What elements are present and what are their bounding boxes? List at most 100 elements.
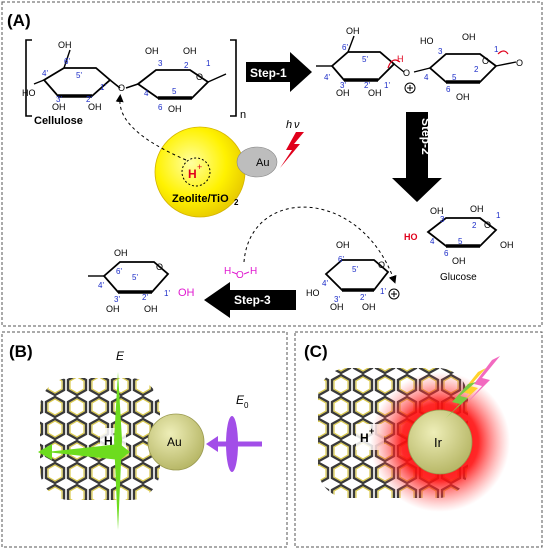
hv-h: h [286,119,292,131]
oh-2-right: OH [462,32,476,42]
ir-label: Ir [434,435,443,450]
oh-2: OH [183,46,197,56]
ho-3-right: HO [420,36,434,46]
num-4prime: 4' [42,69,48,78]
e-field-vector: E [38,349,130,530]
prod-num-5: 5' [132,273,138,282]
prod-num-1: 1' [164,289,170,298]
repeat-n-label: n [240,109,246,121]
glycosidic-o-protonated: O [403,68,410,78]
water-o: O [236,270,244,281]
glucose-label: Glucose [440,272,477,283]
prod-num-3: 3' [114,295,120,304]
e0-field-vector: E 0 [206,393,262,472]
num-2prime-r: 2' [364,81,370,90]
prod-num-6: 6' [116,267,122,276]
oxocarbenium-structure: OH HO OH OH O 6' 5' 4' 3' 2' 1' [306,240,400,312]
num-4prime-r: 4' [324,73,330,82]
oh-6-right: OH [456,92,470,102]
oxo-num-4: 4' [322,279,328,288]
step3-arrow: Step-3 [204,282,296,318]
glucose-ho: HO [404,232,418,242]
step3-label: Step-3 [234,293,271,307]
panel-b-border [1,331,288,548]
num-6: 6 [158,103,163,112]
zeolite-framework-b: H + [40,378,160,500]
oxo-num-6: 6' [338,255,344,264]
proton-b: H [104,434,113,448]
oxo-oh-2: OH [362,302,376,312]
step1-label: Step-1 [250,66,287,80]
num-1: 1 [206,59,211,68]
water-molecule: H O H [224,266,257,281]
num-5prime: 5' [76,71,82,80]
num-1prime: 1' [100,83,106,92]
prod-oh-1: OH [178,287,195,299]
au-label: Au [256,157,269,169]
num-5-r: 5 [452,73,457,82]
catalyst-particle: H + Zeolite/TiO 2 [154,126,246,218]
support-label: Zeolite/TiO [172,193,229,205]
panel-b-label: (B) [9,342,33,361]
product-structure: OH OH OH O OH 6' 5' 4' 3' 2' 1' [88,248,195,314]
num-4-r: 4 [424,73,429,82]
g-num-6: 6 [444,249,449,258]
glucose-oh-2: OH [470,204,484,214]
prod-oh-2: OH [144,304,158,314]
prod-num-4: 4' [98,281,104,290]
glucose-oh-6: OH [452,256,466,266]
num-1prime-r: 1' [384,81,390,90]
au-label-b: Au [167,435,182,449]
panel-c-label: (C) [304,342,328,361]
prod-oh-3: OH [106,304,120,314]
prod-ring-o: O [156,262,163,272]
light-source: h ν [280,119,304,168]
glucose-structure: HO OH OH OH O OH 3 2 1 4 5 6 [404,204,514,266]
num-6-r: 6 [446,85,451,94]
prod-num-2: 2' [142,293,148,302]
num-4: 4 [144,89,149,98]
cellulose-structure: n O OH HO OH OH OH OH OH O 6' 5' 4' 3' 2… [22,39,246,121]
au-nanoparticle: Au [236,146,278,178]
oh-top-left: OH [346,26,360,36]
hv-nu: ν [294,119,300,131]
num-6prime-r: 6' [342,43,348,52]
panel-c-border [294,331,543,548]
num-3prime: 3' [56,95,62,104]
ho-4prime: HO [22,88,36,98]
au-ball-b: Au [147,413,205,471]
water-h1: H [224,266,231,277]
step2-label: Step-2 [419,118,433,155]
g-num-1: 1 [496,211,501,220]
light-beam-c [446,356,500,418]
num-6prime: 6' [64,57,70,66]
oxo-num-5: 5' [352,265,358,274]
ring-o-cellulose-2: O [196,72,203,82]
proton-label: H [188,167,197,181]
proton-sup: + [197,162,202,172]
e-label: E [116,349,125,363]
protonated-cellulose: O H O O OH HO OH OH OH OH 6' 5' 4' 3' 2'… [316,26,523,102]
oxo-num-2: 2' [360,293,366,302]
oxo-ring-o: O [378,260,385,270]
num-2prime: 2' [86,95,92,104]
num-5prime-r: 5' [362,55,368,64]
ir-ball-c: Ir [407,409,473,475]
methoxy-o: O [516,58,523,68]
oxo-num-1: 1' [380,287,386,296]
num-1-r: 1 [494,45,499,54]
g-num-3: 3 [440,215,445,224]
glycosidic-o: O [118,83,125,93]
e0-label: E [236,393,245,407]
oh-3prime-right: OH [336,88,350,98]
step1-arrow: Step-1 [246,52,312,92]
prod-oh-6: OH [114,248,128,258]
num-3-r: 3 [438,47,443,56]
g-num-4: 4 [430,237,435,246]
num-3: 3 [158,59,163,68]
support-sub: 2 [234,198,239,207]
panel-a-border [1,1,543,327]
e0-sub: 0 [244,401,249,410]
num-5: 5 [172,87,177,96]
oxo-oh-3: OH [330,302,344,312]
